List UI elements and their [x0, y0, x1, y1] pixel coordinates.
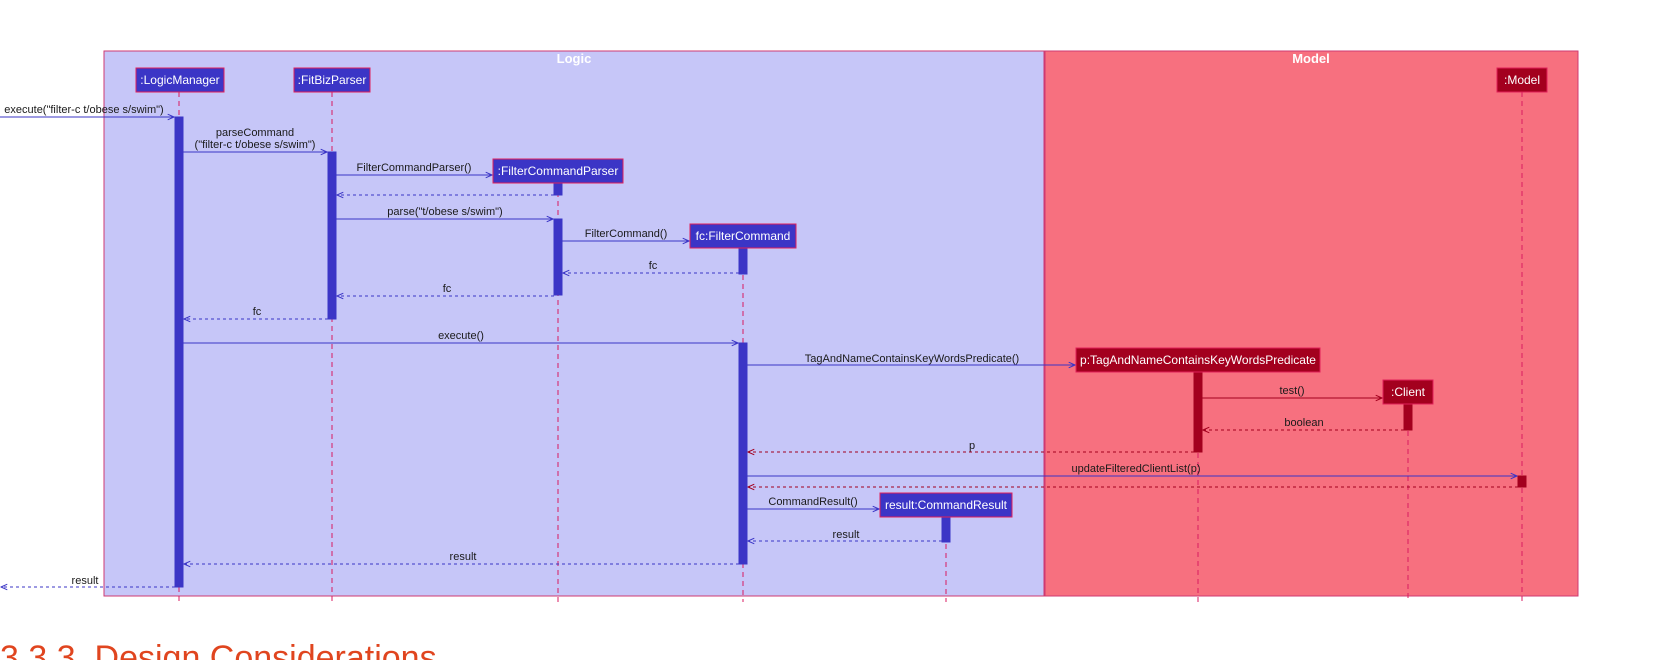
participant-commandresult-label: result:CommandResult: [885, 498, 1008, 512]
participant-filtercommand-label: fc:FilterCommand: [696, 229, 791, 243]
message-m11-label: TagAndNameContainsKeyWordsPredicate(): [805, 353, 1019, 365]
message-m20: result: [1, 575, 175, 587]
message-m2: parseCommand ("filter-c t/obese s/swim"): [183, 127, 327, 152]
message-m2-label-args: ("filter-c t/obese s/swim"): [195, 139, 316, 151]
message-m10: execute(): [183, 330, 738, 343]
message-m3: FilterCommandParser(): [336, 162, 492, 175]
message-m13-label: boolean: [1284, 417, 1323, 429]
participant-commandresult[interactable]: result:CommandResult: [879, 492, 1013, 518]
message-m5: parse("t/obese s/swim"): [336, 206, 553, 219]
message-m8-label: fc: [443, 283, 452, 295]
participant-filtercommand[interactable]: fc:FilterCommand: [689, 223, 797, 249]
activation-filtercommandparser-init: [553, 182, 563, 196]
activations: [174, 116, 1527, 588]
message-m15-label: updateFilteredClientList(p): [1071, 463, 1200, 475]
message-m17-label: CommandResult(): [768, 496, 857, 508]
section-heading-partial: 3.3.3. Design Considerations: [0, 639, 437, 660]
activation-filtercommand-init: [738, 247, 748, 275]
activation-model: [1517, 475, 1527, 488]
participant-predicate-label: p:TagAndNameContainsKeyWordsPredicate: [1080, 353, 1316, 367]
message-m1: execute("filter-c t/obese s/swim"): [0, 104, 174, 117]
participant-fitbizparser[interactable]: :FitBizParser: [293, 67, 371, 93]
activation-filtercommandparser-parse: [553, 218, 563, 296]
participant-model[interactable]: :Model: [1496, 67, 1548, 93]
message-m14-label: p: [969, 440, 975, 452]
message-m12: test(): [1202, 385, 1382, 398]
package-model-title: Model: [1292, 51, 1330, 66]
message-m18: result: [748, 529, 942, 541]
message-m20-label: result: [72, 575, 99, 587]
activation-filtercommand-execute: [738, 342, 748, 565]
message-m14: p: [748, 440, 1194, 452]
message-m9: fc: [184, 306, 328, 319]
message-m7: fc: [563, 260, 739, 273]
message-m19: result: [184, 551, 739, 564]
activation-logicmanager: [174, 116, 184, 588]
participant-client[interactable]: :Client: [1382, 379, 1434, 405]
package-model: Model: [1044, 50, 1579, 597]
participant-filtercommandparser-label: :FilterCommandParser: [498, 164, 619, 178]
message-m6-label: FilterCommand(): [585, 228, 668, 240]
message-m5-label: parse("t/obese s/swim"): [387, 206, 502, 218]
message-m3-label: FilterCommandParser(): [357, 162, 472, 174]
message-m11: TagAndNameContainsKeyWordsPredicate(): [747, 353, 1075, 365]
activation-commandresult: [941, 516, 951, 543]
message-m15: updateFilteredClientList(p): [747, 463, 1517, 476]
message-m18-label: result: [833, 529, 860, 541]
message-m2-label: parseCommand: [216, 127, 294, 139]
message-m19-label: result: [450, 551, 477, 563]
message-m7-label: fc: [649, 260, 658, 272]
message-m6: FilterCommand(): [562, 228, 689, 241]
package-model-frame: [1044, 50, 1579, 597]
participant-model-label: :Model: [1504, 73, 1540, 87]
package-logic-title: Logic: [557, 51, 592, 66]
participant-predicate[interactable]: p:TagAndNameContainsKeyWordsPredicate: [1075, 347, 1321, 373]
message-m12-label: test(): [1279, 385, 1304, 397]
activation-predicate: [1193, 371, 1203, 453]
activation-client: [1403, 403, 1413, 431]
message-m13: boolean: [1203, 417, 1404, 430]
activation-fitbizparser: [327, 151, 337, 320]
message-m1-label: execute("filter-c t/obese s/swim"): [4, 104, 163, 116]
message-m10-label: execute(): [438, 330, 484, 342]
sequence-diagram: Logic Model :LogicManager :FitBizParser: [0, 50, 1579, 602]
participant-logicmanager[interactable]: :LogicManager: [135, 67, 225, 93]
message-m8: fc: [337, 283, 554, 296]
message-m17: CommandResult(): [747, 496, 879, 509]
participant-logicmanager-label: :LogicManager: [140, 73, 219, 87]
message-m9-label: fc: [253, 306, 262, 318]
participant-client-label: :Client: [1391, 385, 1426, 399]
participant-fitbizparser-label: :FitBizParser: [298, 73, 367, 87]
messages: execute("filter-c t/obese s/swim") parse…: [0, 104, 1518, 587]
participant-filtercommandparser[interactable]: :FilterCommandParser: [492, 158, 624, 184]
